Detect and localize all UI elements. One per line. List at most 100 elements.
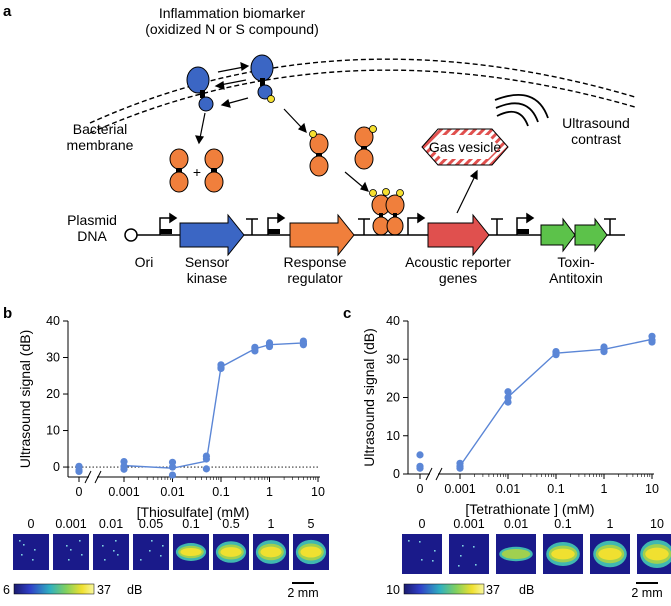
sensor-label-line1: Sensor xyxy=(185,254,230,270)
data-point xyxy=(217,363,225,371)
ultrasound-speckle xyxy=(117,554,119,556)
membrane-inner xyxy=(89,69,636,134)
colorbar-b-unit: dB xyxy=(127,583,142,597)
panel-a-letter: a xyxy=(3,3,12,20)
ultrasound-speckle xyxy=(475,564,477,566)
ultrasound-speckle xyxy=(460,555,462,557)
ultrasound-image xyxy=(13,534,49,570)
y-axis-label: Ultrasound signal (dB) xyxy=(17,330,33,469)
ultrasound-speckle xyxy=(151,540,153,542)
data-point xyxy=(120,465,128,473)
y-tick-label: 40 xyxy=(386,314,400,328)
toxin-label-line1: Toxin- xyxy=(557,254,595,270)
ultrasound-image xyxy=(133,534,169,570)
image-label: 0.01 xyxy=(99,517,123,531)
image-label: 0.05 xyxy=(139,517,163,531)
colorbar-b xyxy=(13,583,95,595)
ultrasound-speckle xyxy=(432,560,434,562)
data-point xyxy=(75,467,83,476)
ultrasound-speckle xyxy=(160,555,162,557)
ultrasound-image xyxy=(53,534,89,570)
y-tick-label: 10 xyxy=(386,429,400,443)
image-label: 5 xyxy=(308,517,315,531)
arrow-to-sensor xyxy=(220,97,249,108)
plasmid-label-line2: DNA xyxy=(77,228,107,244)
ultrasound-speckle xyxy=(434,550,436,552)
ultrasound-signal xyxy=(645,547,669,561)
x-tick-label: 0.001 xyxy=(108,485,139,499)
ultrasound-speckle xyxy=(473,546,475,548)
arrow-to-rr-active xyxy=(283,108,307,134)
ultrasound-signal xyxy=(180,547,202,557)
data-point xyxy=(202,455,211,463)
response-label-line1: Response xyxy=(283,254,346,270)
image-label: 0.1 xyxy=(554,517,571,531)
data-point xyxy=(168,463,177,471)
acoustic-reporter-gene xyxy=(427,213,490,257)
colorbar-c xyxy=(403,583,485,595)
image-label: 10 xyxy=(650,517,664,531)
image-label: 0.5 xyxy=(222,517,239,531)
data-point xyxy=(416,464,424,472)
data-point xyxy=(504,398,512,406)
ultrasound-speckle xyxy=(19,540,21,542)
arrow-to-rr-inactive xyxy=(195,112,206,145)
y-tick-label: 40 xyxy=(46,314,60,328)
mean-line xyxy=(459,338,653,467)
y-tick-label: 20 xyxy=(46,387,60,401)
x-axis-break-mark xyxy=(425,467,433,481)
x-tick-label: 0.01 xyxy=(160,485,184,499)
mean-line xyxy=(123,342,304,469)
scale-bar-b-label: 2 mm xyxy=(287,586,318,600)
ultrasound-speckle xyxy=(21,554,23,556)
image-label: 0.001 xyxy=(55,517,86,531)
y-tick-label: 10 xyxy=(46,424,60,438)
ultrasound-speckle xyxy=(419,541,421,543)
ultrasound-signal xyxy=(300,546,322,558)
y-tick-label: 0 xyxy=(53,460,60,474)
acoustic-label-line2: genes xyxy=(439,270,477,286)
ultrasound-image xyxy=(449,534,489,574)
x-tick-label: 10 xyxy=(311,485,325,499)
ultrasound-speckle xyxy=(32,559,34,561)
biomarker-label-line2: (oxidized N or S compound) xyxy=(145,21,319,37)
arrow-to-gas-vesicle xyxy=(456,169,478,214)
panel-a: a Inflammation biomarker (oxidized N or … xyxy=(3,3,636,286)
ori-label: Ori xyxy=(135,254,154,270)
gas-vesicle-label: Gas vesicle xyxy=(429,139,502,155)
x-tick-label: 0.01 xyxy=(496,482,520,496)
x-tick-label: 0.1 xyxy=(212,485,229,499)
toxin-gene xyxy=(540,217,576,253)
membrane-label-line1: Bacterial xyxy=(73,121,127,137)
sensor-kinase-inactive xyxy=(186,66,214,112)
colorbar-b-min: 6 xyxy=(3,583,10,597)
membrane-label-line2: membrane xyxy=(67,137,134,153)
ultrasound-speckle xyxy=(23,544,25,546)
ultrasound-speckle xyxy=(115,540,117,542)
data-point xyxy=(600,345,608,353)
x-tick-label: 0 xyxy=(76,485,83,499)
toxin-label-line2: Antitoxin xyxy=(549,270,603,286)
panel-b-letter: b xyxy=(3,305,12,322)
ultrasound-image xyxy=(93,534,129,570)
ultrasound-label-line1: Ultrasound xyxy=(562,115,630,131)
sensor-kinase-active xyxy=(250,54,275,103)
gas-vesicle: Gas vesicle xyxy=(421,128,509,166)
ultrasound-signal xyxy=(220,547,242,557)
ultrasound-signal xyxy=(501,548,531,560)
ultrasound-speckle xyxy=(113,550,115,552)
ultrasound-speckle xyxy=(34,549,36,551)
x-tick-label: 1 xyxy=(601,482,608,496)
response-regulator-inactive xyxy=(169,148,224,193)
y-tick-label: 30 xyxy=(46,351,60,365)
x-axis-label: [Tetrathionate ] (mM) xyxy=(465,501,594,517)
plasmid-label-line1: Plasmid xyxy=(67,212,117,228)
data-point xyxy=(456,464,464,472)
y-axis-label: Ultrasound signal (dB) xyxy=(361,328,377,467)
ultrasound-speckle xyxy=(81,554,83,556)
x-tick-label: 0.001 xyxy=(444,482,475,496)
ultrasound-signal xyxy=(260,546,282,558)
